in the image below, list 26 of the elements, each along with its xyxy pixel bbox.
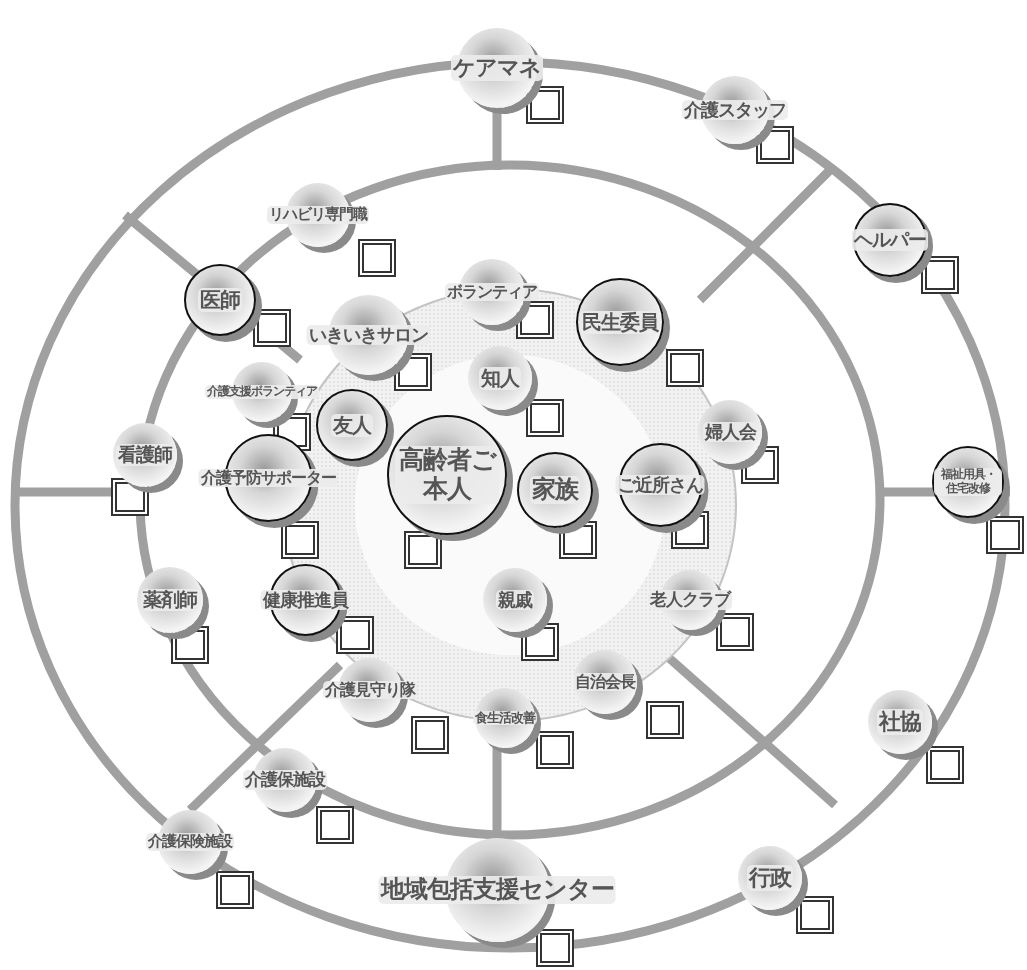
role-label: 介護スタッフ [682,99,788,121]
role-label: 介護保施設 [243,770,327,790]
role-label: 福祉用具・住宅改修 [934,468,1002,496]
role-label: 介護支援ボランティア [205,385,319,399]
role-label: 介護保険施設 [146,833,234,851]
role-label: リハビリ専門職 [267,206,369,224]
role-label: 友人 [331,413,373,437]
role-label: 老人クラブ [648,590,732,610]
role-label: 民生委員 [580,310,660,334]
role-label: ボランティア [445,282,539,302]
role-label: 行政 [747,865,793,891]
role-label: 看護師 [116,444,174,466]
role-label: 医師 [198,287,242,313]
role-label: いきいきサロン [306,324,430,346]
role-label: 高齢者ご本人 [395,446,499,504]
role-label: ご近所さん [615,474,705,496]
role-label: 地域包括支援センター [378,876,616,904]
role-label: ケアマネ [451,55,543,81]
role-label: 薬剤師 [141,589,199,611]
role-label: 介護予防サポーター [198,468,338,488]
role-label: 知人 [479,366,521,390]
role-label: ヘルパー [852,229,928,251]
role-label: 社協 [877,709,923,735]
role-label: 介護見守り隊 [323,680,417,700]
role-label: 健康推進員 [260,589,350,611]
role-label: 家族 [530,476,580,504]
